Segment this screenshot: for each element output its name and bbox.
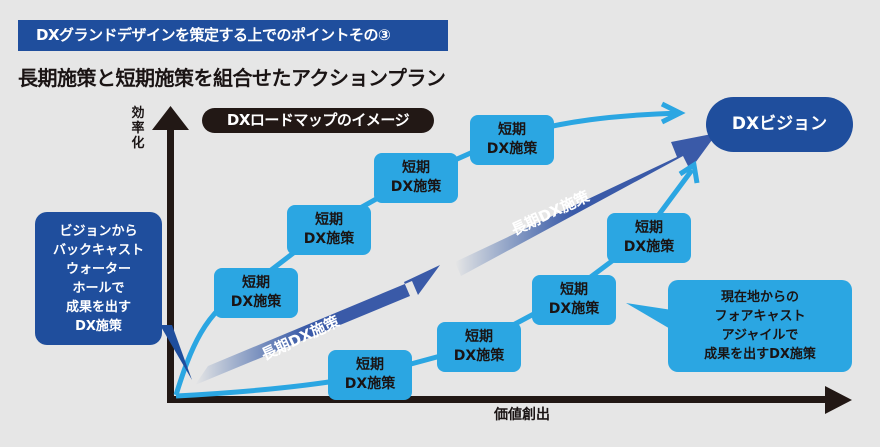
callout-backcast-tail [160,325,192,380]
box-line2: DX施策 [623,239,675,255]
short-term-path-upper-arrowhead [660,101,686,125]
short-term-box-lower-4: 短期 DX施策 [607,213,691,263]
box-line1: 短期 [498,122,526,138]
short-term-box-upper-2: 短期 DX施策 [287,205,371,255]
short-term-box-upper-4: 短期 DX施策 [470,115,554,165]
callout-forecast: 現在地からの フォアキャスト アジャイルで 成果を出すDX施策 [668,280,852,372]
y-axis-arrowhead [152,106,189,130]
y-axis [167,128,174,403]
box-line2: DX施策 [390,179,442,195]
x-axis-arrowhead [825,386,852,414]
long-term-arrow-lower [195,265,440,385]
short-term-box-lower-1: 短期 DX施策 [328,350,412,400]
short-term-box-upper-1: 短期 DX施策 [214,268,298,318]
callout-line: 成果を出す [65,299,131,315]
callout-line: バックキャスト [52,242,144,258]
box-line1: 短期 [356,357,384,373]
long-term-arrow-upper [455,133,717,276]
box-line1: 短期 [465,329,493,345]
callout-line: フォアキャスト [714,309,806,324]
short-term-path-lower [175,168,695,399]
section-label-band: DXグランドデザインを策定する上でのポイントその③ [18,20,448,51]
callout-line: 成果を出すDX施策 [704,347,816,362]
dx-vision-goal: DXビジョン [706,97,853,152]
callout-line: ウォーター [65,261,131,277]
box-line2: DX施策 [548,301,600,317]
box-line2: DX施策 [453,348,505,364]
callout-forecast-tail [626,303,672,330]
callout-line: ホールで [72,280,125,296]
box-line2: DX施策 [486,141,538,157]
callout-line: ビジョンから [59,223,138,239]
callout-line: 現在地からの [720,290,799,305]
box-line1: 短期 [560,282,588,298]
x-axis-label: 価値創出 [494,407,550,423]
x-axis [167,396,827,403]
box-line2: DX施策 [230,294,282,310]
box-line2: DX施策 [344,376,396,392]
page-title: 長期施策と短期施策を組合せたアクションプラン [18,66,446,90]
callout-line: DX施策 [75,318,122,334]
callout-backcast: ビジョンから バックキャスト ウォーター ホールで 成果を出す DX施策 [35,212,162,345]
short-term-path-lower-arrowhead [678,160,700,184]
box-line2: DX施策 [303,231,355,247]
roadmap-label: DXロードマップのイメージ [202,108,434,133]
short-term-box-upper-3: 短期 DX施策 [374,153,458,203]
short-term-box-lower-2: 短期 DX施策 [437,322,521,372]
box-line1: 短期 [315,212,343,228]
box-line1: 短期 [635,220,663,236]
callout-line: アジャイルで [721,328,799,343]
box-line1: 短期 [242,275,270,291]
box-line1: 短期 [402,160,430,176]
short-term-box-lower-3: 短期 DX施策 [532,275,616,325]
y-axis-label: 効率化 [131,106,145,151]
